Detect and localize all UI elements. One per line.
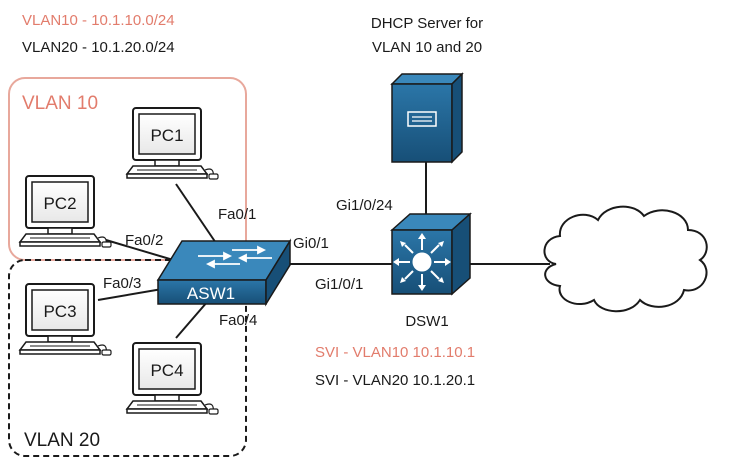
pc2-label: PC2	[43, 194, 76, 213]
port-asw1-fa0-1: Fa0/1	[218, 206, 256, 223]
dhcp-label-line1: DHCP Server for	[371, 15, 483, 32]
svi-vlan20: SVI - VLAN20 10.1.20.1	[315, 372, 475, 389]
dhcp-server[interactable]	[390, 72, 464, 164]
svi-vlan10: SVI - VLAN10 10.1.10.1	[315, 344, 475, 361]
dsw1-switch[interactable]	[390, 212, 472, 296]
legend-vlan10: VLAN10 - 10.1.10.0/24	[22, 12, 175, 29]
vlan10-zone-label: VLAN 10	[22, 93, 98, 114]
dhcp-label-line2: VLAN 10 and 20	[372, 39, 482, 56]
port-asw1-gi0-1: Gi0/1	[293, 235, 329, 252]
pc1[interactable]: PC1	[126, 107, 219, 180]
pc1-label: PC1	[150, 126, 183, 145]
legend-vlan20: VLAN20 - 10.1.20.0/24	[22, 39, 175, 56]
switch-arrows-icon	[198, 245, 272, 269]
asw1-label: ASW1	[187, 284, 235, 303]
vlan20-zone-label: VLAN 20	[24, 430, 100, 451]
port-asw1-fa0-2: Fa0/2	[125, 232, 163, 249]
port-asw1-fa0-4: Fa0/4	[219, 312, 257, 329]
pc2[interactable]: PC2	[19, 175, 112, 248]
cloud-icon	[543, 205, 708, 313]
port-asw1-fa0-3: Fa0/3	[103, 275, 141, 292]
link-asw1-pc2	[105, 239, 181, 263]
server-drive-icon	[407, 111, 437, 127]
vlan20-zone	[8, 259, 247, 457]
pc3-label: PC3	[43, 302, 76, 321]
pc4-label: PC4	[150, 361, 183, 380]
dsw1-label: DSW1	[405, 313, 448, 330]
pc4[interactable]: PC4	[126, 342, 219, 415]
multilayer-arrows-icon	[393, 233, 451, 291]
link-asw1-pc1	[175, 183, 219, 247]
port-dsw1-gi1-0-24: Gi1/0/24	[336, 197, 393, 214]
link-asw1-pc3	[97, 287, 169, 301]
port-dsw1-gi1-0-1: Gi1/0/1	[315, 276, 363, 293]
pc3[interactable]: PC3	[19, 283, 112, 356]
asw1-switch[interactable]: ASW1	[156, 238, 292, 307]
